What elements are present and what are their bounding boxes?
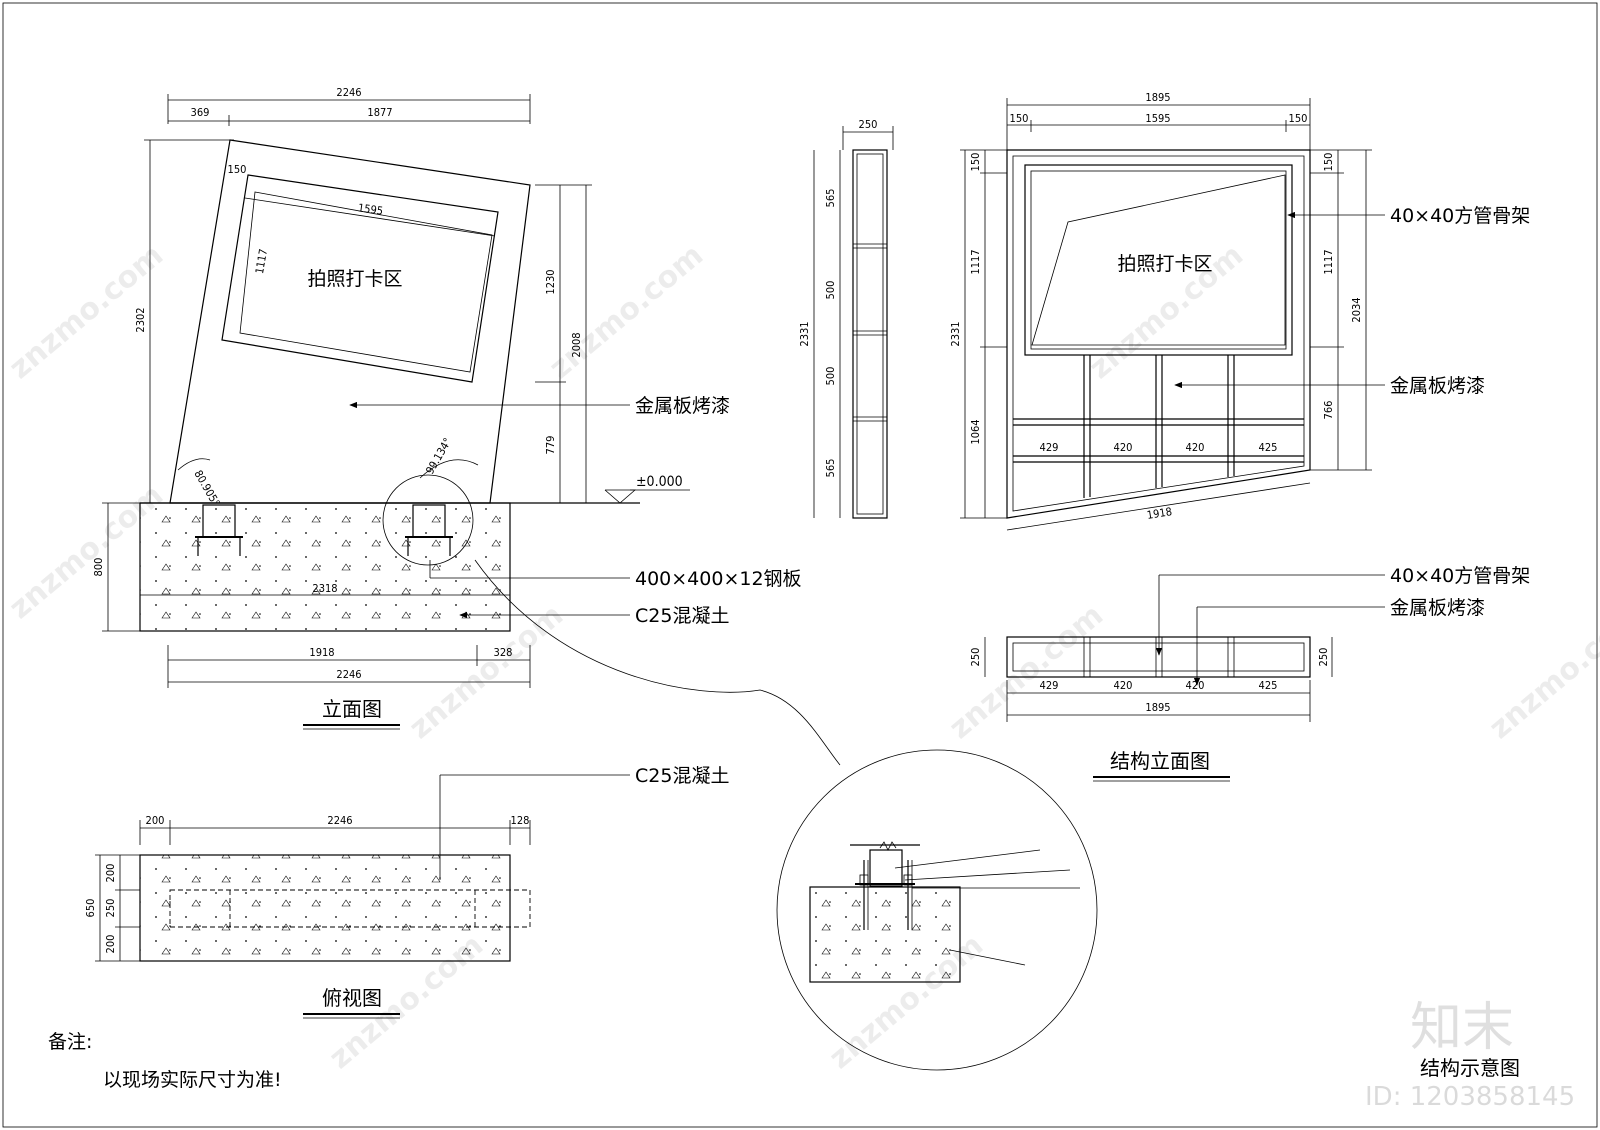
struct-callout-finish: 金属板烤漆: [1390, 375, 1485, 397]
dim-main-top: 1877: [367, 106, 392, 119]
side-dim-seg3: 500: [824, 367, 837, 386]
struct-dim-right-lower: 766: [1322, 401, 1335, 420]
tilted-photo-area: [239, 191, 493, 373]
side-dim-seg2: 500: [824, 281, 837, 300]
dim-inner-width: 1595: [357, 201, 384, 217]
struct-dim-inner: 1595: [1145, 112, 1170, 125]
structure-panel-text: 拍照打卡区: [1117, 253, 1212, 275]
side-dim-seg1: 565: [824, 189, 837, 208]
plan-callout-frame: 40×40方管骨架: [1390, 565, 1530, 587]
tilted-panel-outline: [169, 139, 531, 504]
dim-footing-height: 800: [92, 558, 105, 577]
top-dim-d3: 200: [104, 935, 117, 954]
dim-bottom-main: 1918: [309, 646, 334, 659]
dim-bottom-right: 328: [494, 646, 513, 659]
watermark-7: znzmo.com: [1483, 598, 1600, 746]
dim-bottom-total: 2246: [336, 668, 361, 681]
detail-post: [869, 849, 903, 887]
top-dim-d2: 250: [104, 899, 117, 918]
plan-strip-frame: [1006, 636, 1311, 678]
detail-title: 结构示意图: [1420, 1056, 1520, 1080]
dim-right-total: 2008: [570, 332, 583, 357]
elevation-view: 2246 369 1877 拍照打卡区 150 1595 1117 2302 1…: [92, 86, 802, 730]
struct-screen-frame: [1024, 164, 1293, 356]
notes-text: 以现场实际尺寸为准!: [103, 1069, 282, 1091]
struct-dim-left-upper: 1117: [969, 249, 982, 274]
detail-circle: [776, 749, 1098, 1071]
level-mark: ±0.000: [636, 474, 683, 490]
top-dim-total: 650: [84, 899, 97, 918]
struct-photo-area: [1031, 174, 1286, 346]
struct-dim-left-lower: 1064: [969, 419, 982, 444]
dim-overall-height: 2302: [134, 307, 147, 332]
struct-dim-left-top: 150: [969, 153, 982, 172]
watermark-2: znzmo.com: [543, 238, 710, 386]
dim-right-lower: 779: [544, 436, 557, 455]
struct-dim-bottom-slope: 1918: [1146, 505, 1173, 522]
detail-bubble: [382, 474, 474, 566]
side-view: 250 565 500 500 565 2331: [798, 118, 894, 519]
struct-dim-edge-right: 150: [1289, 112, 1308, 125]
top-view-title: 俯视图: [322, 986, 382, 1010]
plan-callout-finish: 金属板烤漆: [1390, 597, 1485, 619]
plan-dim-overall: 1895: [1145, 701, 1170, 714]
callout-steel-plate: 400×400×12钢板: [635, 568, 802, 590]
dim-inner-margin: 150: [228, 163, 247, 176]
side-dim-seg4: 565: [824, 459, 837, 478]
dim-inner-height: 1117: [253, 248, 270, 275]
tilted-inner-frame: [221, 174, 499, 383]
dim-overall-top: 2246: [336, 86, 361, 99]
elevation-title: 立面图: [322, 697, 382, 721]
watermark-6: znzmo.com: [943, 598, 1110, 746]
side-frame: [852, 149, 888, 519]
angle-right: 99.134°: [423, 436, 454, 477]
dim-footing-inner: 2318: [312, 582, 337, 595]
callout-concrete: C25混凝土: [635, 605, 729, 627]
structure-elevation: 1895 150 1595 150 拍照打卡区 429 420 420 425 …: [949, 91, 1530, 531]
detail-leader: [474, 559, 841, 766]
top-view-frame-outline: [169, 889, 531, 928]
top-view: 200 2246 128 C25混凝土 200 250 200 650 俯视图: [84, 765, 729, 1019]
plan-dim-bay2: 420: [1114, 679, 1133, 692]
dim-right-upper: 1230: [544, 269, 557, 294]
struct-dim-left-total: 2331: [949, 321, 962, 346]
notes-heading: 备注:: [48, 1031, 92, 1053]
plan-dim-depth-right: 250: [1317, 648, 1330, 667]
plan-dim-depth-left: 250: [969, 648, 982, 667]
top-dim-main: 2246: [327, 814, 352, 827]
struct-callout-frame: 40×40方管骨架: [1390, 205, 1530, 227]
struct-dim-right-mid: 1117: [1322, 249, 1335, 274]
plan-dim-bay4: 425: [1259, 679, 1278, 692]
side-dim-total: 2331: [798, 321, 811, 346]
plan-dim-bay3: 420: [1186, 679, 1205, 692]
top-callout-concrete: C25混凝土: [635, 765, 729, 787]
structure-detail: [776, 749, 1098, 1071]
structure-title: 结构立面图: [1110, 749, 1210, 773]
top-dim-right: 128: [511, 814, 530, 827]
struct-dim-edge-left: 150: [1010, 112, 1029, 125]
top-dim-d1: 200: [104, 864, 117, 883]
struct-dim-bay1: 429: [1040, 441, 1059, 454]
struct-dim-bay4: 425: [1259, 441, 1278, 454]
struct-dim-bay3: 420: [1186, 441, 1205, 454]
struct-dim-right-top: 150: [1322, 153, 1335, 172]
plan-dim-bay1: 429: [1040, 679, 1059, 692]
elevation-panel-text: 拍照打卡区: [307, 268, 402, 290]
watermark-id: ID: 1203858145: [1365, 1082, 1575, 1112]
callout-panel-finish: 金属板烤漆: [635, 395, 730, 417]
plan-strip: 40×40方管骨架 金属板烤漆 250 250 429 420 420 425 …: [969, 565, 1530, 782]
dim-left-offset: 369: [191, 106, 210, 119]
watermark-brand: 知末: [1410, 998, 1514, 1058]
struct-dim-right-total: 2034: [1350, 297, 1363, 322]
top-dim-left: 200: [146, 814, 165, 827]
struct-dim-bay2: 420: [1114, 441, 1133, 454]
struct-dim-overall: 1895: [1145, 91, 1170, 104]
side-dim-width: 250: [859, 118, 878, 131]
